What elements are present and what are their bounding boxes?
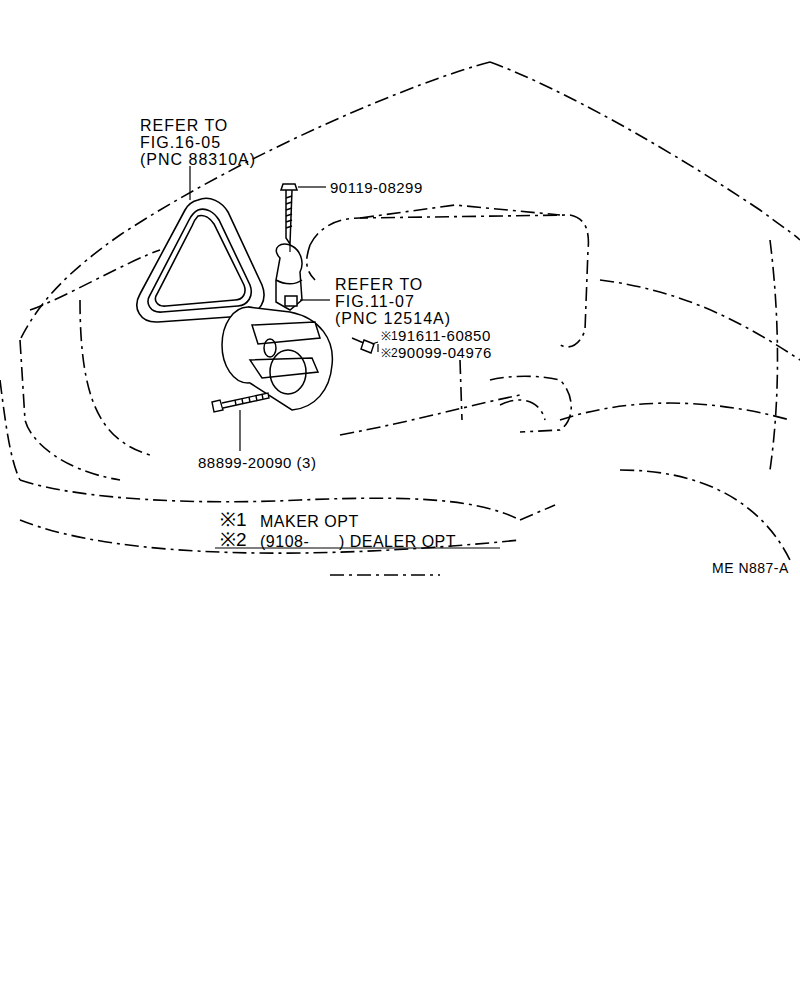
part-number: 88899-20090 (3) — [198, 455, 316, 471]
diagram-code: ME N887-A — [712, 561, 789, 576]
part-number: 90099-04976 — [398, 345, 492, 361]
reference-note: REFER TO FIG.11-07 (PNC 12514A) — [335, 277, 459, 327]
option-mark: ※2 — [220, 530, 247, 550]
option-mark: ※1 — [381, 330, 398, 343]
part-number: 91611-60850 — [398, 328, 491, 344]
legend-note: (9108- ) DEALER OPT — [260, 534, 456, 551]
option-mark: ※2 — [381, 347, 398, 360]
option-mark: ※1 — [220, 510, 247, 530]
reference-note: REFER TO FIG.16-05 (PNC 88310A) — [140, 118, 264, 168]
legend-note: MAKER OPT — [260, 514, 359, 531]
part-number: 90119-08299 — [330, 180, 423, 196]
